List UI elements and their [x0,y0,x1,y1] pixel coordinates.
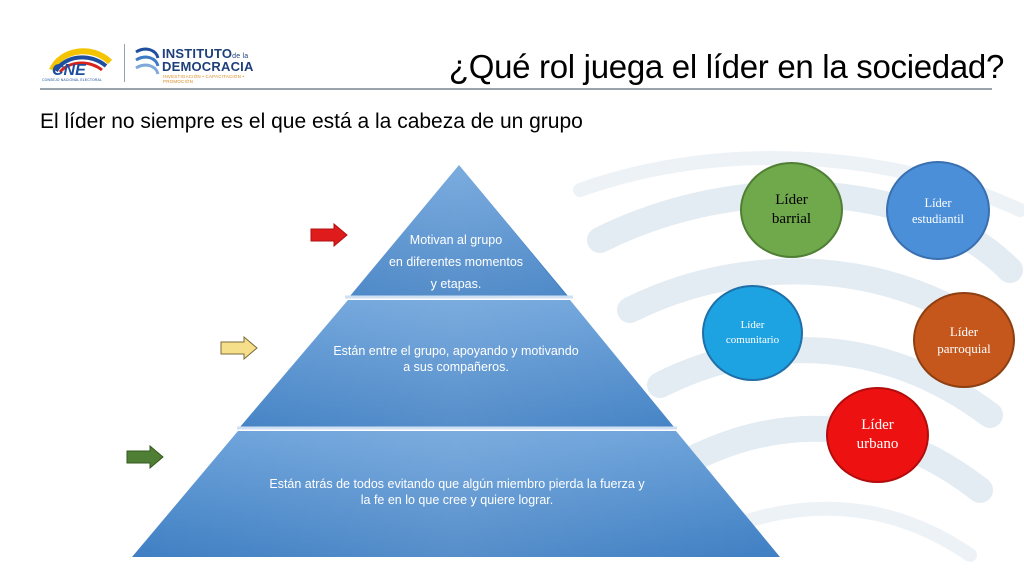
cne-logo [49,48,113,74]
leader-parroquial-line-2: parroquial [937,341,991,356]
leader-circle-barrial: Líder barrial [740,162,843,258]
instituto-line-2: DEMOCRACIA [162,59,254,74]
instituto-line-3: INVESTIGACIÓN • CAPACITACIÓN • PROMOCIÓN [163,74,245,84]
tier-top-line-3: y etapas. [430,277,482,291]
tier-middle-line-1: Están entre el grupo, apoyando y motivan… [333,344,579,358]
leader-estudiantil-line-2: estudiantil [911,211,965,226]
cne-logo-subtext: CONSEJO NACIONAL ELECTORAL [42,78,102,82]
leader-estudiantil-line-1: Líder [924,195,952,210]
leadership-pyramid [132,165,780,557]
cne-logo-text: CNE [52,62,86,79]
tier-middle-line-2: a sus compañeros. [403,360,509,374]
leader-parroquial-line-1: Líder [949,324,979,339]
green-arrow-icon [126,445,164,469]
red-arrow-icon [310,223,348,247]
leader-comunitario-line-2: comunitario [725,334,780,346]
logos-bar: CNE CONSEJO NACIONAL ELECTORAL INSTITUTO… [40,42,270,86]
tier-top-line-2: en diferentes momentos [388,255,524,269]
tier-top-line-1: Motivan al grupo [409,233,503,247]
leader-urbano-line-1: Líder [861,417,894,433]
leader-circle-urbano: Líder urbano [826,387,929,483]
instituto-line-1: INSTITUTOde la [162,46,249,61]
pyramid-tier-middle-text: Están entre el grupo, apoyando y motivan… [300,343,612,375]
leader-urbano-line-2: urbano [856,436,899,452]
leader-barrial-line-1: Líder [775,192,808,208]
yellow-arrow-icon [220,336,258,360]
leader-barrial-line-2: barrial [771,211,812,227]
slide-subtitle: El líder no siempre es el que está a la … [40,110,583,133]
pyramid-tier-top-text: Motivan al grupo en diferentes momentos … [356,230,556,294]
tier-bottom-line-1: Están atrás de todos evitando que algún … [269,477,645,491]
tier-bottom-line-2: la fe en lo que cree y quiere lograr. [360,493,554,507]
leader-circle-comunitario: Líder comunitario [702,285,803,381]
logo-divider [124,44,125,82]
leader-comunitario-line-1: Líder [740,319,765,331]
instituto-democracia-logo [135,47,160,75]
slide-title: ¿Qué rol juega el líder en la sociedad? [448,48,1004,85]
leader-circle-parroquial: Líder parroquial [913,292,1015,388]
title-underline [40,88,992,90]
pyramid-tier-bottom-text: Están atrás de todos evitando que algún … [236,476,678,508]
